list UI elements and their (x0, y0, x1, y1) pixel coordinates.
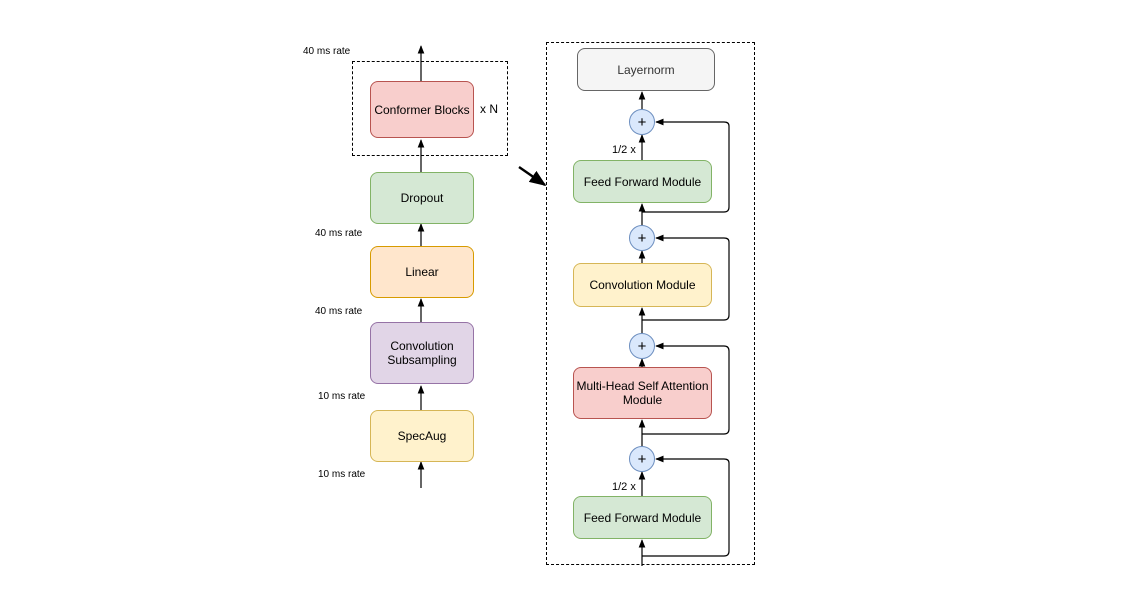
rate-label-input: 10 ms rate (318, 469, 366, 480)
mhsa-label-line2: Module (622, 393, 663, 407)
adder-3: + (629, 333, 655, 359)
layernorm-label: Layernorm (617, 62, 675, 77)
conv-subsampling-node: Convolution Subsampling (370, 322, 474, 384)
ffn-bottom-label: Feed Forward Module (583, 510, 702, 525)
adder-4: + (629, 446, 655, 472)
residual-skip-ffn-bottom (642, 455, 730, 557)
convolution-module-node: Convolution Module (573, 263, 712, 307)
ffn-top-label: Feed Forward Module (583, 174, 702, 189)
ffn-top-node: Feed Forward Module (573, 160, 712, 203)
adder-2-symbol: + (637, 229, 647, 247)
residual-skip-conv (642, 234, 730, 321)
rate-label-top: 40 ms rate (303, 46, 351, 57)
ffn-bottom-node: Feed Forward Module (573, 496, 712, 539)
mhsa-label-line1: Multi-Head Self Attention (576, 379, 709, 393)
conv-subsampling-label-line2: Subsampling (387, 353, 457, 367)
layernorm-node: Layernorm (577, 48, 715, 91)
repeat-n-label: x N (480, 102, 498, 116)
rate-label-after-linear: 40 ms rate (315, 306, 363, 317)
conformer-block-detail-frame (546, 42, 755, 565)
dropout-label: Dropout (400, 191, 444, 205)
specaug-label: SpecAug (397, 429, 447, 443)
linear-node: Linear (370, 246, 474, 298)
conv-subsampling-label-line1: Convolution (390, 339, 454, 353)
half-scale-label-top: 1/2 x (612, 144, 636, 156)
rate-label-after-dropout: 40 ms rate (315, 228, 363, 239)
dropout-node: Dropout (370, 172, 474, 224)
adder-1-symbol: + (637, 113, 647, 131)
zoom-pointer-arrow (518, 166, 547, 186)
adder-3-symbol: + (637, 337, 647, 355)
adder-1: + (629, 109, 655, 135)
adder-4-symbol: + (637, 450, 647, 468)
linear-label: Linear (405, 265, 439, 279)
convolution-module-label: Convolution Module (589, 278, 696, 292)
conformer-group-frame (352, 61, 508, 156)
half-scale-label-bottom: 1/2 x (612, 481, 636, 493)
adder-2: + (629, 225, 655, 251)
rate-label-after-specaug: 10 ms rate (318, 391, 366, 402)
residual-skip-ffn-top (642, 118, 730, 213)
specaug-node: SpecAug (370, 410, 474, 462)
mhsa-node: Multi-Head Self Attention Module (573, 367, 712, 419)
residual-skip-mhsa (642, 342, 730, 435)
conformer-blocks-node: Conformer Blocks (370, 81, 474, 138)
conformer-blocks-label: Conformer Blocks (374, 102, 470, 117)
